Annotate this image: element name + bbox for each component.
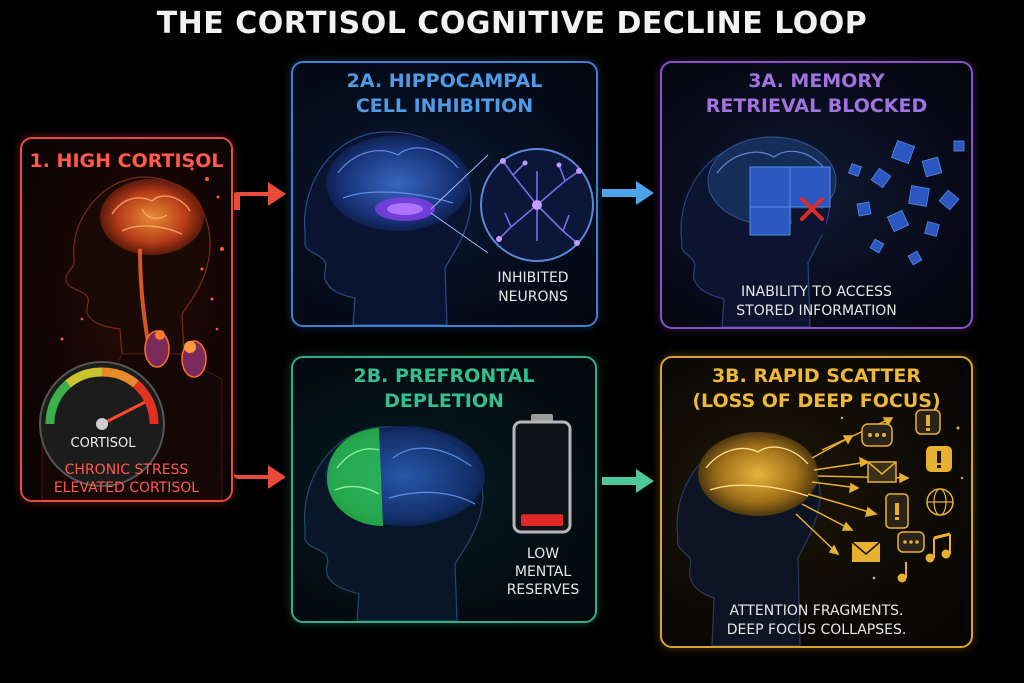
panel-title: RETRIEVAL BLOCKED xyxy=(705,95,928,117)
caption-line: DEEP FOCUS COLLAPSES. xyxy=(726,622,907,638)
caption-line: MENTAL xyxy=(514,564,572,580)
caption-line: INABILITY TO ACCESS xyxy=(741,284,892,300)
puzzle-icon xyxy=(848,139,965,266)
battery-icon xyxy=(512,414,572,534)
globe-icon xyxy=(926,488,954,516)
gauge-label: CORTISOL xyxy=(70,436,136,451)
caption-line: INHIBITED xyxy=(497,270,569,286)
caption-line: ELEVATED CORTISOL xyxy=(53,480,200,496)
phone-icon xyxy=(885,493,909,529)
caption-line: CHRONIC STRESS xyxy=(64,462,189,478)
panel-high-cortisol: 1. HIGH CORTISOL CORTISOL CHRONIC STRESS… xyxy=(20,137,233,502)
neuron-icon xyxy=(480,148,594,262)
panel-prefrontal: 2B. PREFRONTAL DEPLETION LOW MENTAL RESE… xyxy=(291,356,597,623)
panel-hippocampal: 2A. HIPPOCAMPAL CELL INHIBITION INHIBITE… xyxy=(291,61,598,327)
panel-title: 2A. HIPPOCAMPAL xyxy=(346,70,543,92)
alert-bubble-icon xyxy=(926,446,952,472)
chat-bubble-icon xyxy=(861,423,893,447)
diagram-title: THE CORTISOL COGNITIVE DECLINE LOOP xyxy=(156,6,868,41)
x-mark-icon xyxy=(800,197,824,221)
brain-icon xyxy=(100,179,204,255)
chat-bubble-icon xyxy=(897,531,925,553)
panel-title: CELL INHIBITION xyxy=(355,95,534,117)
alert-bubble-icon xyxy=(915,409,941,435)
panel-title: 2B. PREFRONTAL xyxy=(353,365,535,387)
panel-memory: 3A. MEMORY RETRIEVAL BLOCKED INABILITY T… xyxy=(660,61,973,329)
panel-title: 3A. MEMORY xyxy=(748,70,885,92)
music-note-icon xyxy=(897,562,907,583)
envelope-icon xyxy=(867,461,897,483)
caption-line: LOW xyxy=(526,546,560,562)
arrow-to-2a xyxy=(234,182,286,210)
arrow-to-3a xyxy=(602,181,654,205)
gauge-icon xyxy=(39,361,165,487)
caption-line: STORED INFORMATION xyxy=(736,303,897,319)
panel-title: 3B. RAPID SCATTER xyxy=(711,365,922,387)
caption-line: RESERVES xyxy=(506,582,580,598)
music-note-icon xyxy=(925,532,951,563)
head-profile-art xyxy=(39,167,224,500)
panel-scatter: 3B. RAPID SCATTER (LOSS OF DEEP FOCUS) A… xyxy=(660,356,973,648)
caption-line: ATTENTION FRAGMENTS. xyxy=(729,603,904,619)
arrow-to-2b xyxy=(234,457,286,489)
envelope-icon xyxy=(851,541,881,562)
caption-line: NEURONS xyxy=(498,289,568,305)
brain-icon xyxy=(698,432,818,516)
panel-title: DEPLETION xyxy=(384,390,504,412)
panel-title: 1. HIGH CORTISOL xyxy=(29,150,224,172)
panel-title: (LOSS OF DEEP FOCUS) xyxy=(692,390,941,412)
arrow-to-3b xyxy=(602,469,654,493)
